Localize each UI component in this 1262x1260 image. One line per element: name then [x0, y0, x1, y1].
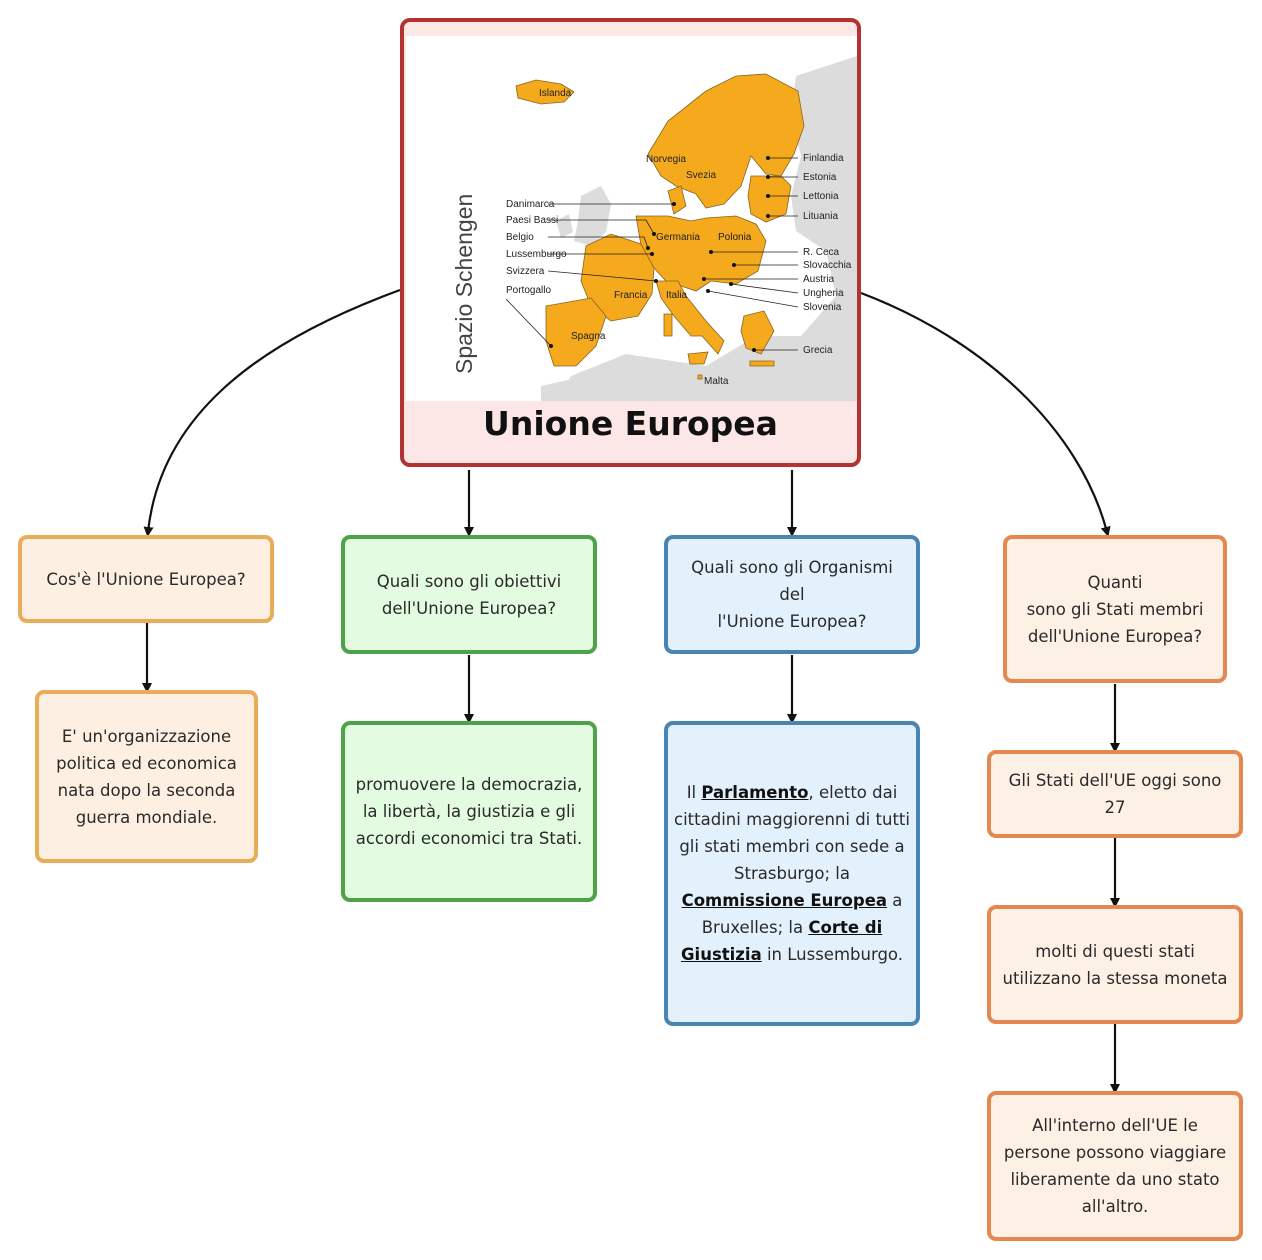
central-topic-title: Unione Europea	[483, 404, 778, 443]
answer-text-segment: , eletto dai cittadini maggiorenni di tu…	[674, 783, 910, 883]
map-italy	[655, 280, 725, 355]
map-label-spagna: Spagna	[571, 331, 606, 342]
link-center-branch1	[143, 288, 401, 537]
answer-text: Il Parlamento, eletto dai cittadini magg…	[674, 779, 910, 968]
link-center-branch4	[860, 291, 1111, 537]
question-line: sono gli Stati membri	[1026, 599, 1204, 619]
map-denmark	[667, 185, 687, 215]
map-label-norvegia: Norvegia	[646, 154, 686, 165]
answer-text: All'interno dell'UE le persone possono v…	[1003, 1116, 1227, 1216]
map-scandinavia	[647, 73, 805, 209]
answer-text: Gli Stati dell'UE oggi sono 27	[1008, 771, 1222, 817]
question-node-member-states: Quanti sono gli Stati membri dell'Unione…	[1003, 535, 1227, 683]
map-label-estonia: Estonia	[803, 172, 837, 183]
map-crete	[749, 360, 775, 367]
answer-text-segment: in Lussemburgo.	[761, 945, 903, 964]
answer-node-what-is-eu: E' un'organizzazione politica ed economi…	[35, 690, 258, 863]
map-label-lettonia: Lettonia	[803, 191, 839, 202]
central-topic-node: Islanda Norvegia Svezia Finlandia Estoni…	[400, 18, 861, 467]
answer-text: promuovere la democrazia, la libertà, la…	[355, 775, 583, 848]
question-line: del	[779, 585, 805, 604]
map-label-svizzera: Svizzera	[506, 266, 545, 277]
map-label-italia: Italia	[666, 290, 688, 301]
question-line: Quali sono gli Organismi	[691, 558, 893, 577]
map-iceland	[515, 79, 575, 105]
map-label-francia: Francia	[614, 290, 648, 301]
map-label-portogallo: Portogallo	[506, 285, 551, 296]
question-text: Quanti sono gli Stati membri dell'Unione…	[1027, 569, 1204, 650]
map-label-polonia: Polonia	[718, 232, 752, 243]
map-label-belgio: Belgio	[506, 232, 534, 243]
answer-text: E' un'organizzazione politica ed economi…	[56, 726, 237, 827]
map-iberia	[545, 297, 607, 367]
answer-node-free-movement: All'interno dell'UE le persone possono v…	[987, 1091, 1243, 1241]
question-text: Quali sono gli Organismi del l'Unione Eu…	[691, 554, 893, 635]
map-label-austria: Austria	[803, 274, 835, 285]
map-label-slovacchia: Slovacchia	[803, 260, 852, 271]
answer-node-common-currency: molti di questi stati utilizzano la stes…	[987, 905, 1243, 1024]
map-label-finlandia: Finlandia	[803, 153, 844, 164]
map-label-germania: Germania	[656, 232, 700, 243]
commission-term: Commissione Europea	[681, 891, 888, 910]
question-line: l'Unione Europea?	[717, 612, 867, 631]
question-node-what-is-eu: Cos'è l'Unione Europea?	[18, 535, 274, 623]
map-label-slovenia: Slovenia	[803, 302, 842, 313]
answer-node-member-count: Gli Stati dell'UE oggi sono 27	[987, 750, 1243, 838]
question-line: dell'Unione Europea?	[1027, 626, 1203, 646]
question-text: Quali sono gli obiettivi dell'Unione Eur…	[376, 571, 562, 618]
map-greece	[740, 310, 775, 355]
map-label-lituania: Lituania	[803, 211, 838, 222]
map-label-danimarca: Danimarca	[506, 199, 555, 210]
question-text: Cos'è l'Unione Europea?	[46, 569, 246, 589]
answer-text-segment: a Bruxelles; la	[701, 891, 903, 937]
question-node-objectives: Quali sono gli obiettivi dell'Unione Eur…	[341, 535, 597, 654]
map-label-paesi-bassi: Paesi Bassi	[506, 215, 558, 226]
answer-text-segment: Il	[686, 783, 702, 802]
map-baltics	[747, 175, 792, 223]
map-central-europe	[635, 215, 767, 292]
map-label-lussemburgo: Lussemburgo	[506, 249, 567, 260]
map-label-ungheria: Ungheria	[803, 288, 844, 299]
question-node-institutions: Quali sono gli Organismi del l'Unione Eu…	[664, 535, 920, 654]
map-label-r-ceca: R. Ceca	[803, 247, 840, 258]
map-caption: Spazio Schengen	[451, 194, 477, 374]
map-label-grecia: Grecia	[803, 345, 833, 356]
answer-text: molti di questi stati utilizzano la stes…	[1002, 941, 1228, 988]
parliament-term: Parlamento	[701, 783, 809, 802]
answer-node-institutions: Il Parlamento, eletto dai cittadini magg…	[664, 721, 920, 1026]
map-label-islanda: Islanda	[539, 88, 572, 99]
europe-schengen-map: Islanda Norvegia Svezia Finlandia Estoni…	[406, 36, 857, 401]
answer-node-objectives: promuovere la democrazia, la libertà, la…	[341, 721, 597, 902]
question-line: Quanti	[1087, 572, 1143, 592]
court-term: Corte di Giustizia	[681, 918, 883, 964]
map-sicily	[687, 351, 709, 365]
map-label-svezia: Svezia	[686, 170, 716, 181]
map-sardinia	[663, 313, 673, 337]
map-label-malta: Malta	[704, 376, 729, 387]
map-malta	[697, 374, 703, 380]
